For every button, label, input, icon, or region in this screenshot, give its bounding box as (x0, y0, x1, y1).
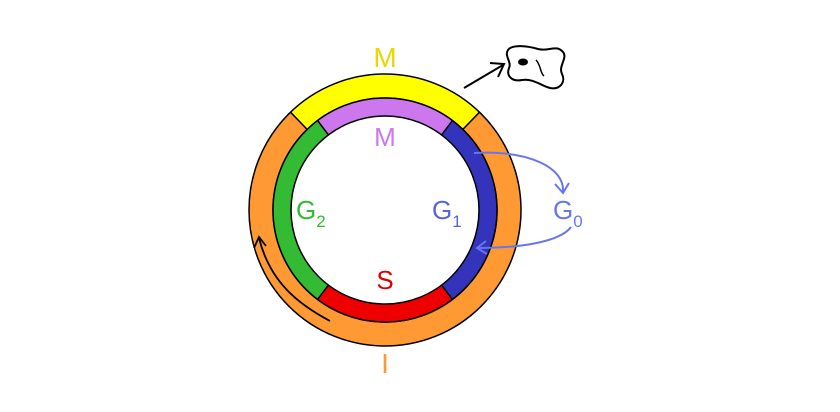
g0-base: G (553, 195, 573, 225)
segment-dividers (289, 111, 481, 300)
arrow-icon (463, 62, 506, 89)
inner-ring (272, 97, 498, 323)
to-g0-arrow (473, 151, 565, 193)
s-segment (317, 284, 453, 322)
from-g0-arrowhead (475, 240, 488, 255)
divider-line (462, 111, 481, 130)
inner-ring-outer-edge (272, 97, 498, 323)
g2-subscript: 2 (316, 212, 325, 231)
g1-segment (441, 120, 497, 300)
g0-label: G0 (553, 195, 583, 231)
cycle-direction-arrow-icon (253, 235, 331, 322)
interphase-label: I (381, 348, 389, 379)
divider-line (289, 111, 308, 130)
g2-base: G (296, 195, 316, 225)
daughter-cells-icon (505, 45, 566, 90)
g0-subscript: 0 (573, 212, 582, 231)
inner-m-segment (317, 98, 453, 136)
g1-phase-label: G1 (432, 195, 462, 231)
g1-base: G (432, 195, 452, 225)
divider-line (440, 120, 454, 136)
divider-line (440, 284, 454, 300)
g1-subscript: 1 (452, 212, 461, 231)
inner-m-label: M (374, 122, 396, 152)
mitosis-outer-label: M (373, 42, 396, 73)
g0-loop-arrow-icon (473, 151, 572, 255)
divider-line (316, 120, 330, 136)
mitosis-outer-band (290, 74, 480, 130)
to-g0-arrowhead (554, 182, 570, 195)
inner-ring-inner-edge (290, 115, 480, 305)
g2-segment (273, 120, 329, 300)
from-g0-arrow (476, 226, 572, 249)
divider-line (316, 284, 330, 300)
g2-phase-label: G2 (296, 195, 326, 231)
s-phase-label: S (376, 265, 393, 295)
outer-ring-outer-edge (248, 73, 522, 347)
